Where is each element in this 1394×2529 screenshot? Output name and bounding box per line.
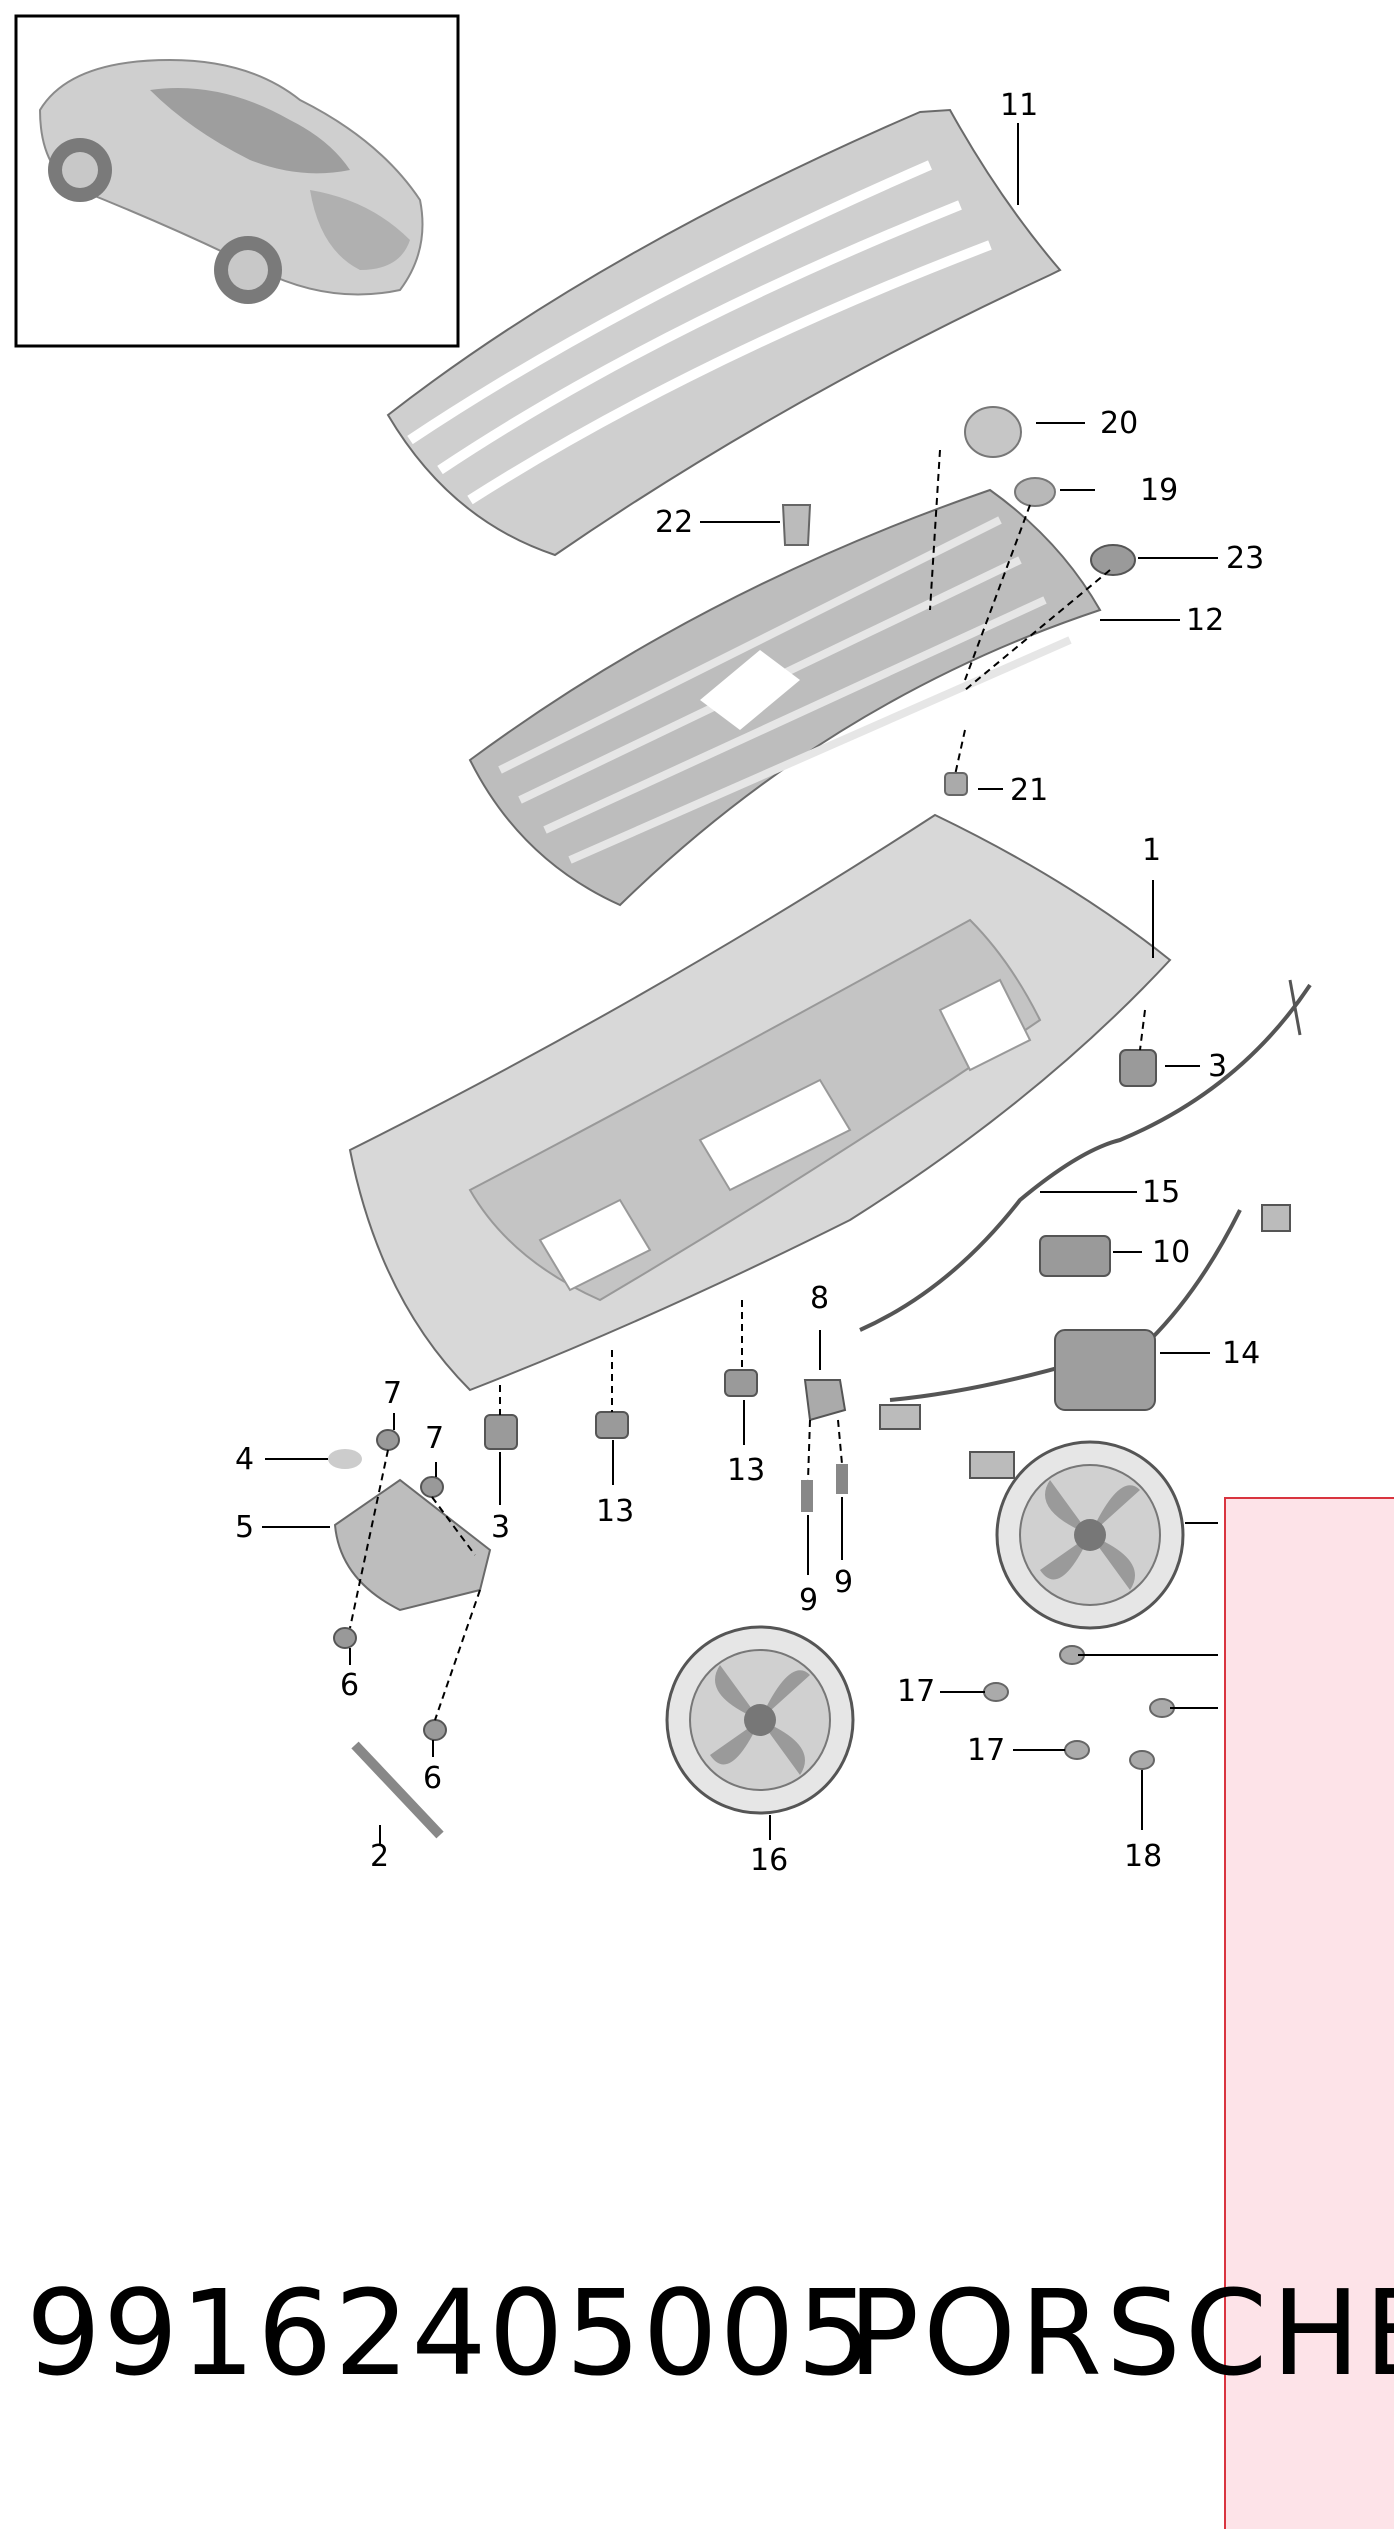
callout-19: 19	[1140, 473, 1178, 508]
callout-3-left: 3	[491, 1510, 510, 1545]
callout-17-d: 17	[967, 1733, 1005, 1768]
callout-7-a: 7	[383, 1376, 402, 1411]
callout-11: 11	[1000, 88, 1038, 123]
small-parts-top	[781, 406, 1136, 796]
callout-9-b: 9	[834, 1565, 853, 1600]
callout-16-left: 16	[750, 1843, 788, 1878]
callout-5: 5	[235, 1510, 254, 1545]
callout-17-c: 17	[897, 1674, 935, 1709]
callout-10: 10	[1152, 1235, 1190, 1270]
part-12-grille-frame	[468, 488, 1102, 907]
callout-20: 20	[1100, 406, 1138, 441]
part-1-rear-lid	[348, 813, 1172, 1392]
callout-21: 21	[1010, 773, 1048, 808]
inset-car-thumbnail	[14, 14, 460, 348]
callout-6-b: 6	[423, 1761, 442, 1796]
callout-4: 4	[235, 1442, 254, 1477]
callout-2: 2	[370, 1839, 389, 1874]
callout-15: 15	[1142, 1175, 1180, 1210]
fan-16-right	[995, 1440, 1185, 1630]
leader-lines	[262, 123, 1218, 1845]
fan-16-left	[665, 1625, 855, 1815]
callout-18: 18	[1124, 1839, 1162, 1874]
callout-7-b: 7	[425, 1421, 444, 1456]
callout-13-a: 13	[596, 1494, 634, 1529]
callout-12: 12	[1186, 603, 1224, 638]
callout-8: 8	[810, 1281, 829, 1316]
part-11-rear-grille	[386, 108, 1062, 557]
callout-14: 14	[1222, 1336, 1260, 1371]
cable-switch-lock	[859, 979, 1312, 1479]
callout-13-b: 13	[727, 1453, 765, 1488]
callout-3-right: 3	[1208, 1049, 1227, 1084]
callout-23: 23	[1226, 541, 1264, 576]
studs-3-13	[484, 1049, 1157, 1450]
callout-1: 1	[1142, 833, 1161, 868]
part-number: 99162405005	[26, 2264, 874, 2402]
red-overlay-panel	[1224, 1497, 1394, 2529]
callout-22: 22	[655, 505, 693, 540]
nuts-17-18	[983, 1645, 1175, 1770]
callout-9-a: 9	[799, 1583, 818, 1618]
callout-6-a: 6	[340, 1668, 359, 1703]
brand-name: PORSCHE	[848, 2264, 1394, 2402]
